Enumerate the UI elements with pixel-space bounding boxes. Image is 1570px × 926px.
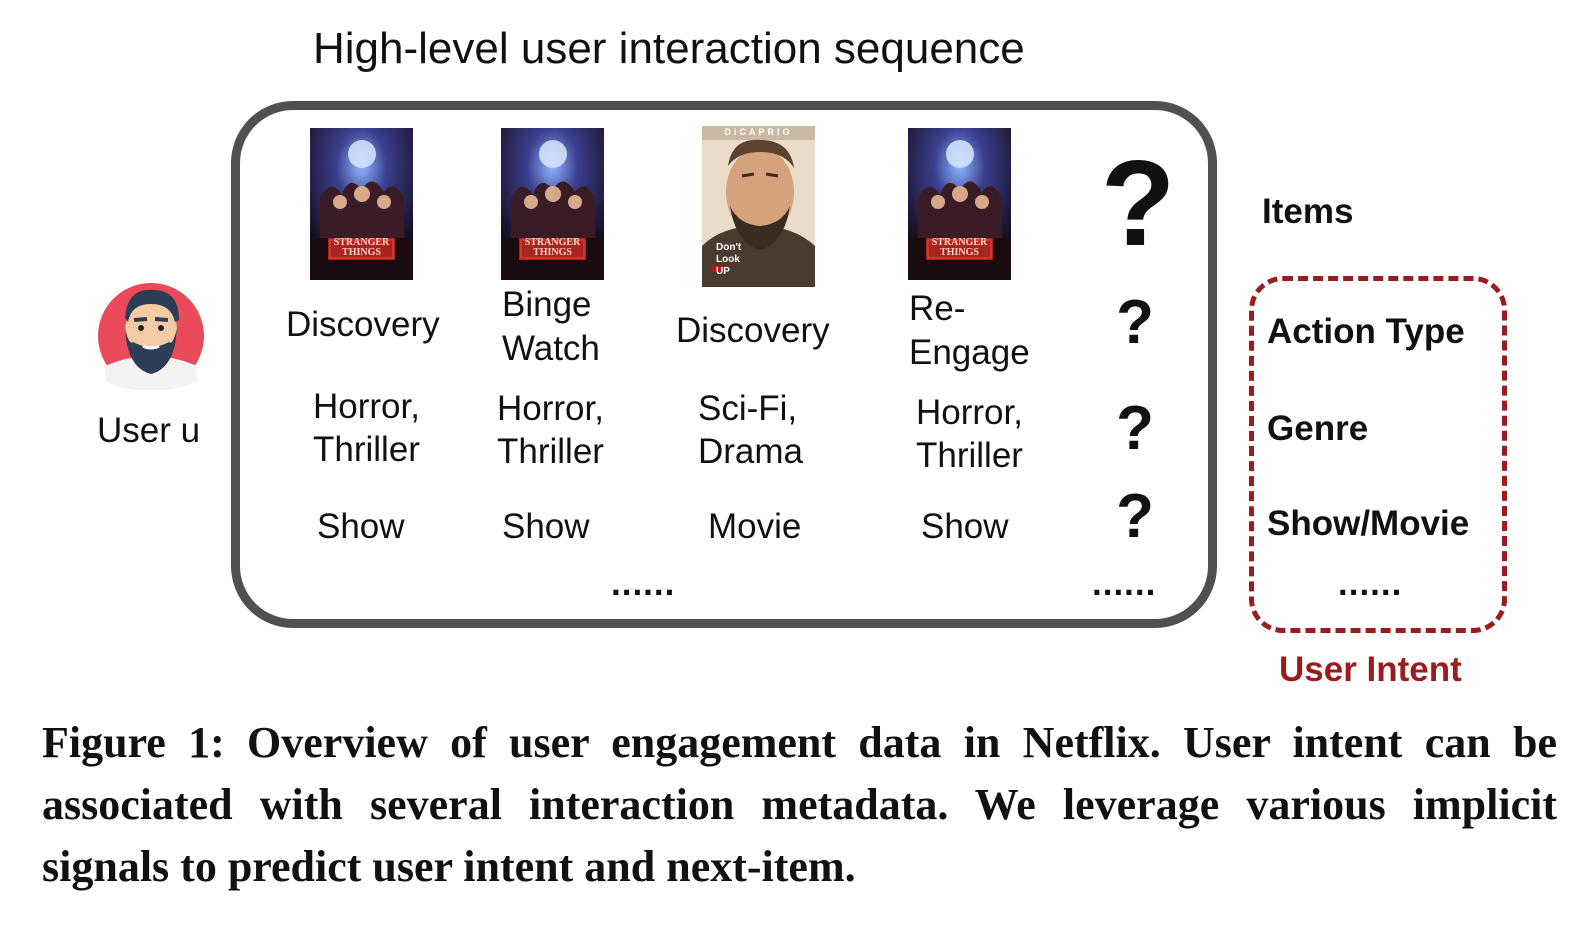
genre-label: Sci-Fi, bbox=[698, 389, 798, 428]
stranger-things-poster: STRANGER THINGS bbox=[310, 128, 413, 280]
genre-label: Thriller bbox=[497, 432, 604, 471]
genre-label: Horror, bbox=[916, 393, 1023, 432]
action-label: Re- bbox=[909, 289, 966, 328]
genre-label: Horror, bbox=[497, 389, 604, 428]
intent-field-show-movie: Show/Movie bbox=[1267, 504, 1470, 543]
stranger-things-poster: STRANGER THINGS bbox=[908, 128, 1011, 280]
type-label: Show bbox=[921, 507, 1009, 546]
action-label: Discovery bbox=[676, 311, 830, 350]
poster-title-text: STRANGER THINGS bbox=[333, 237, 390, 258]
action-label: Discovery bbox=[286, 305, 440, 344]
genre-label: Horror, bbox=[313, 387, 420, 426]
user-intent-title: User Intent bbox=[1279, 650, 1462, 689]
genre-label: Thriller bbox=[313, 430, 420, 469]
genre-label: Thriller bbox=[916, 436, 1023, 475]
user-intent-box bbox=[1249, 276, 1507, 633]
poster-title-text: STRANGER THINGS bbox=[524, 237, 581, 258]
intent-ellipsis: ...... bbox=[1338, 564, 1403, 603]
type-label: Movie bbox=[708, 507, 802, 546]
stranger-things-poster: STRANGER THINGS bbox=[501, 128, 604, 280]
figure-title: High-level user interaction sequence bbox=[313, 24, 1025, 73]
intent-field-action-type: Action Type bbox=[1267, 312, 1465, 351]
next-item-question-icon: ? bbox=[1100, 135, 1176, 271]
interaction-sequence-box bbox=[231, 101, 1217, 628]
next-type-question-icon: ? bbox=[1116, 482, 1154, 551]
next-action-question-icon: ? bbox=[1116, 288, 1154, 357]
next-item-ellipsis: ...... bbox=[1092, 564, 1157, 603]
user-label: User u bbox=[97, 411, 201, 450]
items-label: Items bbox=[1262, 192, 1354, 231]
type-label: Show bbox=[502, 507, 590, 546]
sequence-ellipsis: ...... bbox=[611, 564, 676, 603]
dont-look-up-poster: DiCAPRIO Don't Look UP bbox=[702, 126, 815, 287]
poster-top-text: DiCAPRIO bbox=[724, 127, 793, 137]
poster-title-text: Don't Look UP bbox=[716, 242, 742, 277]
user-avatar-icon bbox=[97, 282, 205, 391]
action-label: Binge bbox=[502, 285, 592, 324]
intent-field-genre: Genre bbox=[1267, 409, 1369, 448]
next-genre-question-icon: ? bbox=[1116, 394, 1154, 463]
type-label: Show bbox=[317, 507, 405, 546]
action-label: Engage bbox=[909, 333, 1030, 372]
genre-label: Drama bbox=[698, 432, 804, 471]
action-label: Watch bbox=[502, 329, 600, 368]
figure-caption: Figure 1: Overview of user engagement da… bbox=[42, 718, 1557, 891]
poster-title-text: STRANGER THINGS bbox=[931, 237, 988, 258]
